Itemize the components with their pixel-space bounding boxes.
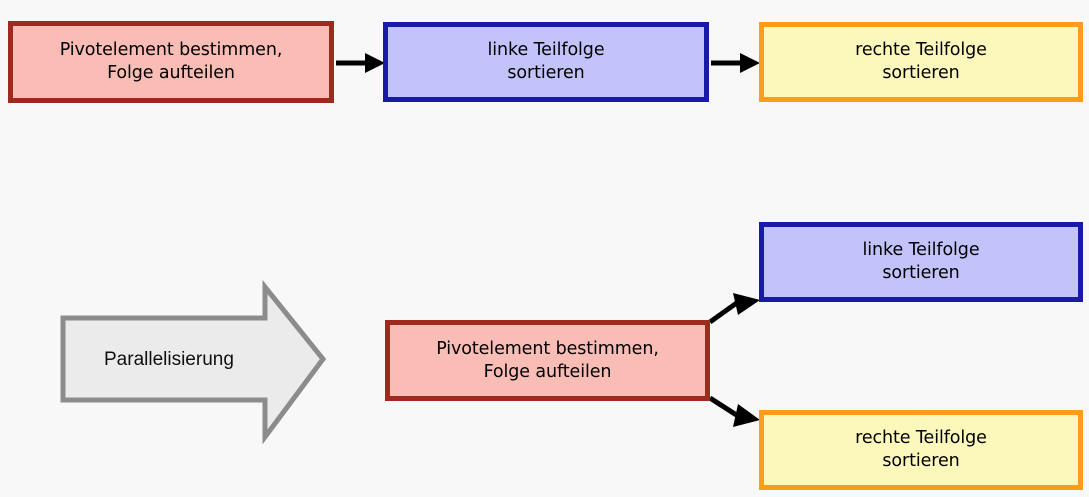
node-par-pivot-label: Pivotelement bestimmen, Folge aufteilen: [436, 338, 659, 382]
node-seq-left-label: linke Teilfolge sortieren: [487, 40, 605, 83]
connector-par-pivot-to-par-left: [708, 293, 760, 325]
node-seq-pivot-label: Pivotelement bestimmen, Folge aufteilen: [59, 40, 283, 83]
node-seq-left[interactable]: linke Teilfolge sortieren: [383, 22, 709, 102]
connector-seq-left-to-seq-right: [711, 53, 760, 73]
parallelisierung-block-arrow: [60, 279, 327, 445]
connector-seq-pivot-to-seq-left: [336, 53, 385, 73]
node-par-left-label: linke Teilfolge sortieren: [862, 240, 980, 283]
node-par-pivot[interactable]: Pivotelement bestimmen, Folge aufteilen: [385, 320, 710, 401]
node-par-right[interactable]: rechte Teilfolge sortieren: [759, 410, 1083, 490]
node-par-left[interactable]: linke Teilfolge sortieren: [759, 222, 1083, 302]
connector-par-pivot-to-par-right: [708, 395, 760, 427]
node-seq-right[interactable]: rechte Teilfolge sortieren: [759, 22, 1083, 102]
parallelisierung-label: Parallelisierung: [104, 349, 234, 370]
node-seq-right-label: rechte Teilfolge sortieren: [855, 40, 987, 83]
node-seq-pivot[interactable]: Pivotelement bestimmen, Folge aufteilen: [8, 21, 334, 103]
node-par-right-label: rechte Teilfolge sortieren: [855, 428, 987, 471]
